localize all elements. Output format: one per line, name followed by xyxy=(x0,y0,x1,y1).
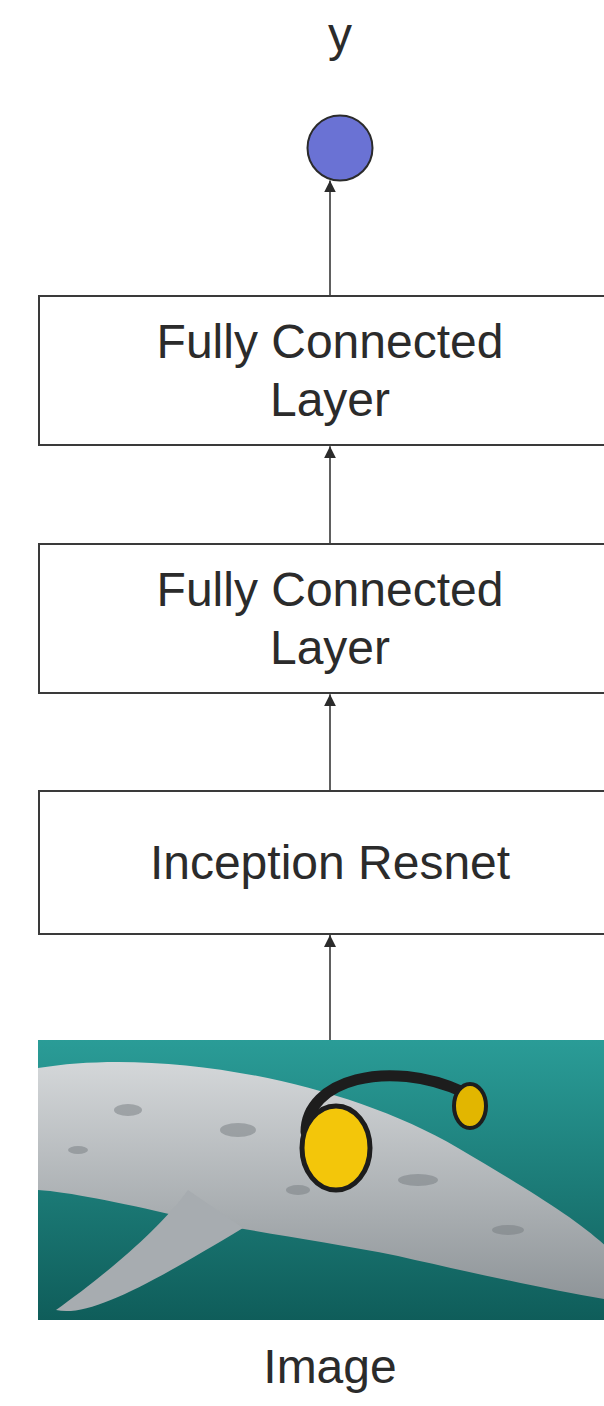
layer-name: Fully Connected Layer xyxy=(115,561,545,676)
layer-name: Inception Resnet xyxy=(150,834,510,892)
flow-arrow xyxy=(329,180,331,295)
layer-box: Fully Connected Layer xyxy=(38,295,604,446)
flow-arrow xyxy=(329,446,331,543)
skin-spot xyxy=(114,1104,142,1116)
layer-name: Fully Connected Layer xyxy=(115,313,545,428)
input-label: Image xyxy=(263,1338,396,1396)
output-node xyxy=(308,116,373,181)
water xyxy=(38,1040,604,1320)
skin-spot xyxy=(68,1146,88,1154)
layer-box: Fully Connected Layer xyxy=(38,543,604,694)
headphone-cup xyxy=(302,1106,370,1190)
skin-spot xyxy=(286,1185,310,1195)
layer-box: Inception Resnet xyxy=(38,790,604,935)
whale-illustration xyxy=(38,1040,604,1320)
whale-fin xyxy=(56,1190,243,1311)
flow-arrow xyxy=(329,694,331,790)
skin-spot xyxy=(492,1225,524,1235)
output-label: y xyxy=(328,6,352,64)
label-holder: y xyxy=(206,6,474,64)
headphone-cup xyxy=(454,1084,486,1128)
label-holder: Image xyxy=(38,1338,604,1396)
skin-spot xyxy=(398,1174,438,1186)
output-circle: y xyxy=(306,114,374,182)
circle-outline xyxy=(306,114,374,182)
skin-spot xyxy=(220,1123,256,1137)
flow-arrow xyxy=(329,935,331,1040)
input-image: Image xyxy=(38,1040,604,1320)
